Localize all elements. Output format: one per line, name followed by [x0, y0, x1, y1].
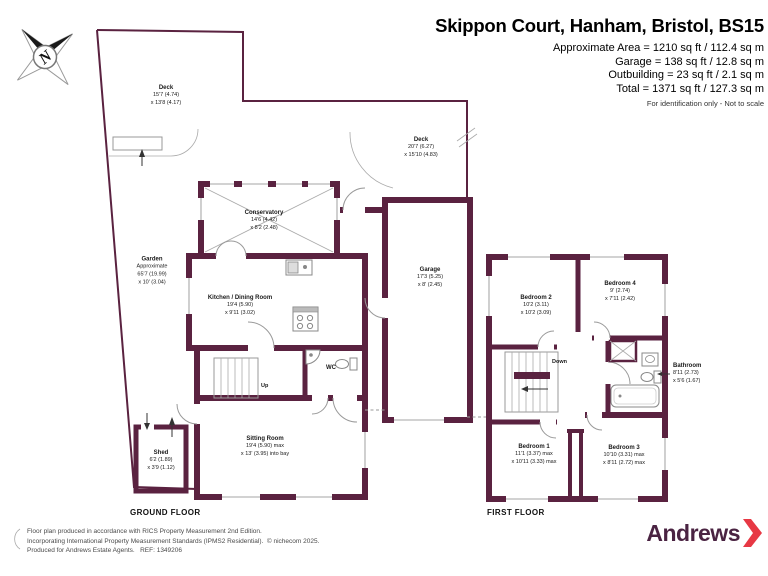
room-label-conservatory: Conservatory 14'6 (4.42) x 8'2 (2.48)	[244, 210, 284, 232]
bathroom-fixtures	[608, 339, 670, 408]
page-title: Skippon Court, Hanham, Bristol, BS15	[435, 15, 764, 36]
footer-line-3: Produced for Andrews Estate Agents. REF:…	[27, 547, 183, 554]
stairs-down-label: Down	[552, 359, 567, 365]
disclaimer: For identification only - Not to scale	[646, 99, 764, 108]
room-label-bedroom-4: Bedroom 4 9' (2.74) x 7'11 (2.42)	[604, 281, 636, 303]
ground-floor-windows	[186, 181, 444, 500]
first-floor-plan	[486, 254, 670, 502]
kitchen-sink-icon	[285, 259, 313, 276]
footer-logo-curve	[14, 528, 21, 550]
footer-line-2: Incorporating International Property Mea…	[27, 537, 320, 545]
compass-icon: N	[17, 29, 73, 85]
room-label-garden: Garden Approximate 65'7 (19.99) x 10' (3…	[136, 256, 168, 286]
room-label-bathroom: Bathroom 8'11 (2.73) x 5'6 (1.67)	[673, 363, 702, 385]
entrance-door-opening	[194, 404, 200, 424]
bathroom-toilet-icon	[653, 370, 662, 384]
hob-icon	[292, 306, 319, 332]
room-label-bedroom-3: Bedroom 3 10'10 (3.31) max x 8'11 (2.72)…	[603, 445, 645, 467]
room-label-shed: Shed 6'2 (1.89) x 3'9 (1.12)	[147, 450, 175, 472]
room-label-deck-2: Deck 20'7 (6.27) x 15'10 (4.83)	[404, 137, 438, 159]
first-floor-windows	[486, 254, 668, 502]
first-floor-title: FIRST FLOOR	[487, 508, 545, 517]
boundary-hatch-mark	[458, 133, 478, 148]
room-label-kitchen: Kitchen / Dining Room 19'4 (5.90) x 9'11…	[207, 295, 273, 317]
bathroom-sink-icon	[641, 352, 659, 367]
outbuilding-area: Outbuilding = 23 sq ft / 2.1 sq m	[608, 69, 764, 81]
room-label-bedroom-2: Bedroom 2 10'2 (3.11) x 10'2 (3.09)	[520, 295, 552, 317]
stairs-up-label: Up	[261, 383, 269, 389]
gate-arc	[170, 128, 199, 157]
footer-disclaimer: Floor plan produced in accordance with R…	[27, 527, 319, 556]
shed-room	[133, 424, 189, 494]
stair-rail	[514, 372, 550, 379]
hallway-band	[194, 345, 368, 401]
garage-room	[382, 197, 473, 423]
room-label-deck-1: Deck 15'7 (4.74) x 13'8 (4.17)	[150, 85, 182, 107]
wc-fixtures	[305, 349, 358, 371]
sitting-room	[194, 395, 368, 500]
room-label-bedroom-1: Bedroom 1 11'1 (3.37) max x 10'11 (3.33)…	[511, 444, 557, 466]
room-label-wc: WC	[326, 364, 336, 371]
approximate-area: Approximate Area = 1210 sq ft / 112.4 sq…	[552, 42, 764, 54]
stairs-ground	[213, 357, 259, 399]
stairs-first	[504, 351, 559, 413]
header: Skippon Court, Hanham, Bristol, BS15 App…	[435, 15, 764, 108]
ground-floor-plan	[133, 181, 489, 500]
wc-toilet-icon	[335, 359, 349, 369]
footer-line-1: Floor plan produced in accordance with R…	[27, 528, 262, 535]
garage-area: Garage = 138 sq ft / 12.8 sq m	[615, 55, 764, 68]
wc-sink-icon	[305, 349, 321, 365]
room-label-sitting-room: Sitting Room 19'4 (5.90) max x 13' (3.95…	[240, 436, 290, 458]
deck2-edge-curve	[349, 131, 394, 189]
brand-logo: Andrews	[646, 519, 762, 547]
room-label-garage: Garage 17'3 (5.25) x 8' (2.45)	[416, 267, 444, 289]
brand-chevron-icon	[743, 519, 762, 547]
planter	[112, 136, 163, 151]
bathtub-icon	[610, 384, 660, 408]
deck-details	[109, 128, 394, 189]
ground-floor-title: GROUND FLOOR	[130, 508, 201, 517]
brand-name: Andrews	[646, 519, 740, 546]
ground-floor-doors	[141, 187, 388, 437]
total-area: Total = 1371 sq ft / 127.3 sq m	[616, 82, 764, 95]
first-floor-doors	[537, 321, 631, 439]
